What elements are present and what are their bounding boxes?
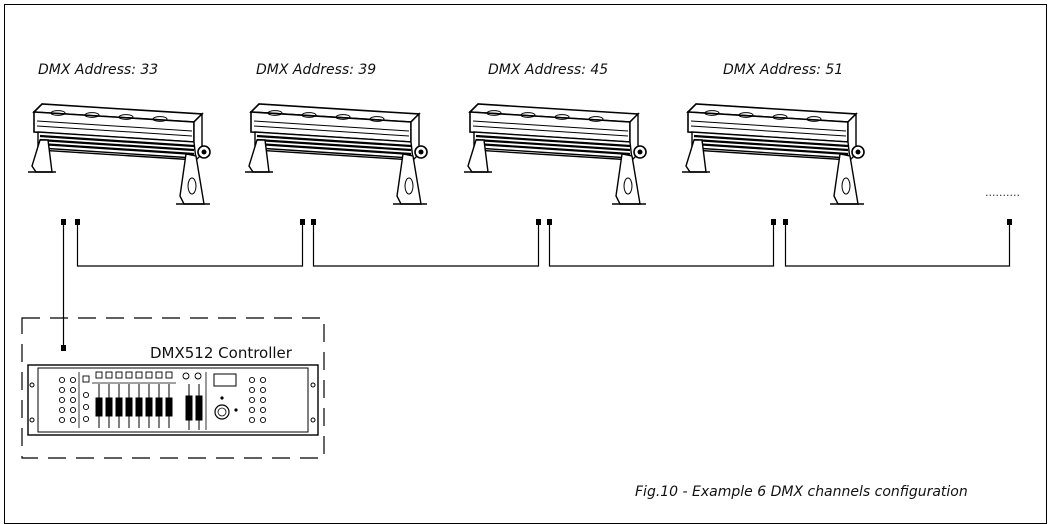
fixture-1-address: DMX Address: 33 [38,62,159,78]
figure-caption: Fig.10 - Example 6 DMX channels configur… [635,484,968,500]
dmx-controller-unit [27,364,319,436]
fixture-1-light-bar [26,102,212,206]
fixture-2-light-bar [243,102,429,206]
fixture-3-light-bar [462,102,648,206]
dmx-chain-diagram: .......... [21,102,1020,459]
fixture-2-address: DMX Address: 39 [256,62,377,78]
continuation-dots: .......... [985,186,1020,199]
fixture-4-address: DMX Address: 51 [723,62,844,78]
dmx-cables [62,225,1011,345]
fixture-4-light-bar [680,102,866,206]
controller-label: DMX512 Controller [150,344,292,362]
fixture-3-address: DMX Address: 45 [488,62,609,78]
controller-dashed-box [21,317,325,459]
dmx-connectors [61,219,1012,351]
